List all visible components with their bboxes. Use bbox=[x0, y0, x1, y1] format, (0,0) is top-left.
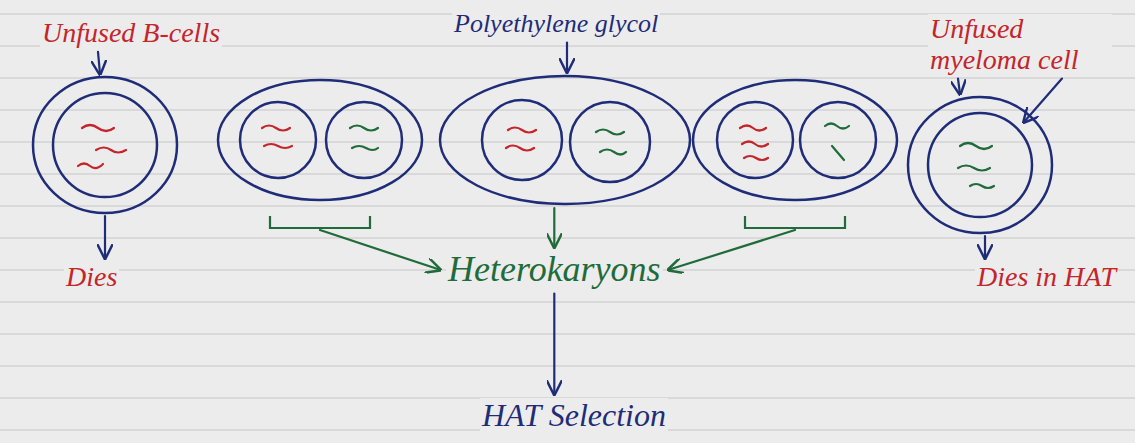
arrow bbox=[958, 79, 960, 94]
chromatin bbox=[82, 125, 114, 131]
arrow bbox=[320, 230, 440, 270]
bracket bbox=[745, 216, 845, 228]
step-label: HAT Selection bbox=[480, 398, 668, 433]
heterokaryon-cell bbox=[693, 80, 897, 200]
arrow bbox=[1024, 79, 1062, 122]
chromatin bbox=[740, 126, 766, 131]
nucleus bbox=[570, 102, 650, 182]
arrow bbox=[553, 208, 555, 247]
heterokaryon-cell bbox=[440, 76, 690, 204]
reagent-label: Polyethylene glycol bbox=[452, 10, 660, 39]
bracket bbox=[270, 216, 370, 228]
arrow bbox=[984, 236, 986, 258]
arrow bbox=[104, 216, 106, 258]
nucleus bbox=[482, 100, 562, 180]
arrow bbox=[553, 294, 555, 394]
chromatin bbox=[958, 166, 990, 171]
chromatin bbox=[825, 124, 849, 129]
nucleus bbox=[326, 102, 402, 178]
chromatin bbox=[508, 128, 536, 133]
myeloma-nucleus bbox=[928, 113, 1032, 217]
arrow bbox=[566, 43, 568, 72]
b-cell-nucleus bbox=[53, 93, 157, 197]
chromatin bbox=[96, 148, 126, 153]
arrow bbox=[669, 230, 795, 270]
myeloma-cell bbox=[908, 97, 1052, 233]
chromatin bbox=[78, 164, 103, 169]
chromatin bbox=[742, 142, 768, 147]
chromatin bbox=[744, 156, 768, 160]
chromatin bbox=[970, 184, 994, 188]
ruling-lines bbox=[0, 14, 1135, 430]
chromatin bbox=[960, 143, 992, 149]
b-cell-chromatin bbox=[78, 125, 768, 168]
fate-label: Dies bbox=[64, 262, 119, 293]
arrow bbox=[98, 52, 100, 74]
chromatin bbox=[352, 146, 378, 150]
cell-label: Unfused myeloma cell bbox=[928, 14, 1112, 76]
fate-label: Dies in HAT bbox=[975, 262, 1118, 293]
chromatin bbox=[506, 146, 534, 151]
chromatin bbox=[264, 144, 292, 148]
cell-label: Unfused B-cells bbox=[40, 18, 222, 49]
chromatin bbox=[832, 146, 844, 160]
brackets bbox=[270, 216, 845, 228]
chromatin bbox=[596, 130, 624, 135]
group-label: Heterokaryons bbox=[446, 250, 663, 290]
myeloma-chromatin bbox=[350, 124, 994, 189]
nucleus bbox=[717, 102, 793, 178]
nucleus bbox=[800, 102, 876, 178]
nucleus bbox=[240, 102, 316, 178]
cell-outlines bbox=[33, 76, 1052, 233]
chromatin bbox=[350, 126, 378, 131]
chromatin bbox=[262, 126, 290, 131]
heterokaryon-cell bbox=[218, 80, 422, 200]
b-cell bbox=[33, 77, 177, 213]
chromatin bbox=[600, 150, 626, 155]
